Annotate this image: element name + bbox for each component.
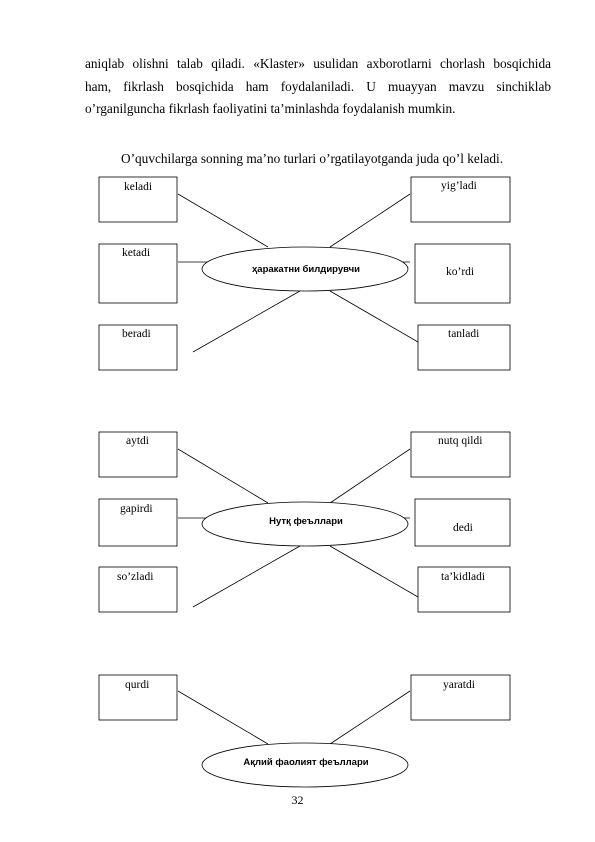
body-paragraph: aniqlab olishni talab qiladi. «Klaster» … [85,53,551,121]
word-label: nutq qildi [438,435,482,447]
word-label: yig’ladi [441,180,477,192]
connector [177,690,269,745]
word-label: ta’kidladi [441,571,485,583]
paragraph-line: o’rganilguncha fikrlash faoliyatini ta’m… [85,101,456,116]
cluster-3: qurdi yaratdi Ақлий фаолият феъллари [98,674,511,788]
word-box [414,243,511,304]
word-label: yaratdi [443,679,475,691]
word-label: ketadi [122,247,150,259]
word-box [417,324,511,371]
paragraph-line: aniqlab olishni talab qiladi. «Klaster» … [85,56,551,71]
word-label: keladi [124,181,152,193]
center-label: Ақлий фаолият феъллари [243,757,368,768]
word-label: tanladi [448,328,479,340]
connector [177,193,269,248]
word-box [98,498,178,547]
word-box [410,176,511,223]
word-label: so’zladi [117,571,153,583]
word-box [98,176,178,223]
word-label: beradi [122,328,151,340]
word-label: dedi [453,522,473,534]
center-ellipse [201,742,409,788]
word-box [98,431,178,478]
connector [329,690,411,745]
connector [192,545,301,608]
center-ellipse [201,246,409,292]
page-number: 32 [291,793,304,807]
connector [329,193,411,248]
word-box [98,324,178,371]
cluster-1: keladi ketadi beradi yig’ladi ko’rdi tan… [98,176,511,371]
connector [329,290,419,343]
center-label: Нутқ феъллари [269,516,343,527]
word-label: gapirdi [120,503,153,515]
word-box [410,674,511,721]
word-box [98,243,178,304]
connector [329,448,411,504]
word-label: ko’rdi [446,266,474,278]
word-box [417,566,511,613]
paragraph-line: ham, fikrlash bosqichida ham foydalanila… [85,78,551,94]
center-label: ҳаракатни билдирувчи [252,264,360,275]
word-label: aytdi [126,435,149,447]
word-box [414,498,511,547]
word-label: qurdi [125,679,149,691]
cluster-2: aytdi gapirdi so’zladi nutq qildi dedi t… [98,431,511,613]
connector [192,290,301,353]
connector [177,448,269,504]
word-box [410,431,511,478]
word-box [98,566,178,613]
connector [329,545,419,598]
intro-sentence: O’quvchilarga sonning ma’no turlari o’rg… [121,151,504,166]
word-box [98,674,178,721]
center-ellipse [201,501,409,547]
